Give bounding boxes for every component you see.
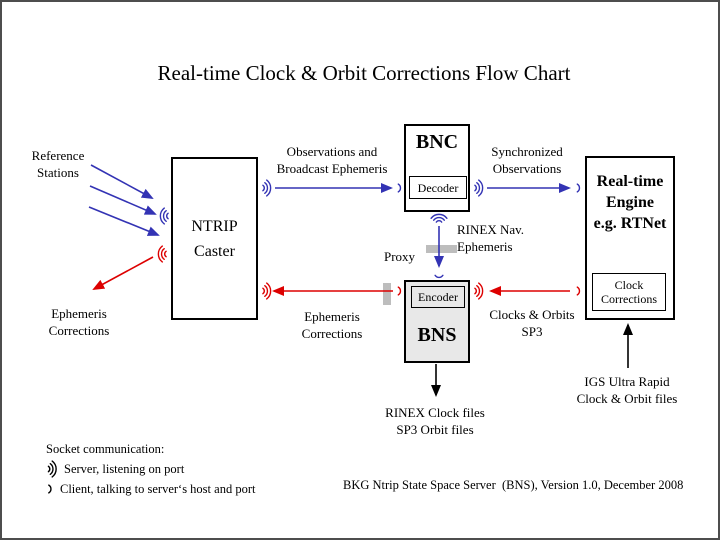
- legend-client-row: Client, talking to server‘s host and por…: [46, 479, 255, 499]
- server-socket-icon-bns-right: [474, 282, 484, 300]
- server-socket-icon-bnc-bottom: [430, 213, 448, 223]
- label-rinex-clock-sp3-files: RINEX Clock files SP3 Orbit files: [385, 405, 485, 437]
- legend-client-label: Client, talking to server‘s host and por…: [60, 481, 256, 496]
- ntrip-caster-label: NTRIP Caster: [191, 217, 238, 260]
- client-socket-icon-engine-top: [576, 183, 581, 193]
- bnc-box: BNC Decoder: [404, 124, 470, 212]
- label-observations-broadcast: Observations and Broadcast Ephemeris: [276, 144, 388, 176]
- label-ephemeris-corrections-mid: Ephemeris Corrections: [301, 309, 363, 341]
- server-socket-icon: [47, 460, 57, 478]
- label-clocks-orbits-sp3: Clocks & Orbits SP3: [489, 307, 575, 339]
- label-rinex-nav-ephemeris: RINEX Nav. Ephemeris: [457, 222, 525, 254]
- realtime-engine-box: Real-time Engine e.g. RTNet Clock Correc…: [585, 156, 675, 320]
- server-socket-icon-ntrip-left-blue: [159, 207, 169, 225]
- legend: Socket communication: Server, listening …: [46, 439, 255, 499]
- encoder-box: Encoder: [411, 286, 465, 308]
- server-socket-icon-ntrip-right-blue: [262, 179, 272, 197]
- bns-box: Encoder BNS: [404, 280, 470, 363]
- proxy-bar-horizontal: [426, 245, 457, 253]
- legend-server-row: Server, listening on port: [46, 459, 255, 479]
- client-socket-icon-bns-top: [434, 274, 444, 279]
- server-socket-icon-bnc-right: [474, 179, 484, 197]
- label-ephemeris-corrections-left: Ephemeris Corrections: [48, 306, 110, 338]
- label-reference-stations: Reference Stations: [31, 148, 85, 180]
- realtime-engine-label: Real-time Engine e.g. RTNet: [593, 173, 667, 232]
- arrow-refstation-3: [88, 206, 160, 236]
- server-socket-icon-ntrip-right-red: [262, 282, 272, 300]
- client-socket-icon-engine-bottom: [576, 286, 581, 296]
- label-synchronized-observations: Synchronized Observations: [491, 144, 563, 176]
- bns-label: BNS: [417, 324, 457, 346]
- proxy-bar-vertical: [383, 283, 391, 305]
- arrow-ntrip-to-ephemeris: [92, 256, 154, 290]
- bnc-label: BNC: [415, 131, 459, 153]
- arrow-refstation-1: [90, 164, 154, 199]
- footer-credit: BKG Ntrip State Space Server (BNS), Vers…: [343, 478, 684, 492]
- client-socket-icon: [48, 484, 52, 494]
- client-socket-icon-bnc: [397, 183, 402, 193]
- client-socket-icon-bns-left: [397, 286, 402, 296]
- decoder-box: Decoder: [409, 176, 467, 199]
- label-igs-ultra-rapid: IGS Ultra Rapid Clock & Orbit files: [576, 374, 678, 406]
- legend-server-label: Server, listening on port: [64, 461, 185, 476]
- arrow-refstation-2: [89, 185, 157, 215]
- server-socket-icon-ntrip-left-red: [157, 245, 167, 263]
- legend-heading: Socket communication:: [46, 442, 165, 456]
- ntrip-caster-box: NTRIP Caster: [171, 157, 258, 320]
- page-title: Real-time Clock & Orbit Corrections Flow…: [157, 61, 571, 85]
- clock-corrections-box: Clock Corrections: [592, 273, 666, 311]
- label-proxy: Proxy: [384, 249, 416, 264]
